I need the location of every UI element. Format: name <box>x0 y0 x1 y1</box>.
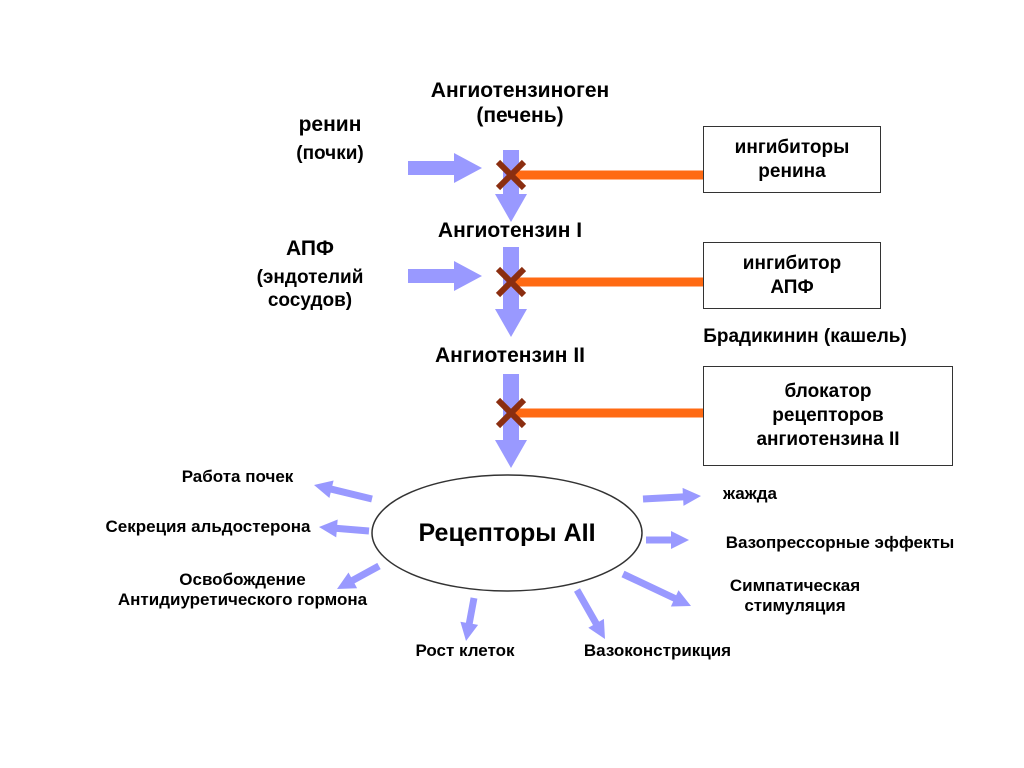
bradykinin-label: Брадикинин (кашель) <box>703 326 907 347</box>
flow-arrow-ang1-to-ang2 <box>495 247 527 337</box>
effect-thirst: жажда <box>722 484 777 503</box>
renin-inhibition-cross <box>495 159 527 191</box>
angiotensinogen-label: Ангиотензиноген (печень) <box>402 78 638 128</box>
effect-kidney: Работа почек <box>181 467 294 486</box>
ace-source-line1: (эндотелий <box>256 267 364 289</box>
renin-label: ренин (почки) <box>280 112 380 166</box>
flow-arrow-renin <box>408 153 482 183</box>
effect-adh-line2: Антидиуретического гормона <box>117 590 368 610</box>
receptors-ellipse <box>371 474 643 592</box>
receptor-block-cross <box>495 397 527 429</box>
renin-title: ренин <box>298 113 362 136</box>
ace-inhibitor-box: ингибитор АПФ <box>703 242 881 309</box>
effect-vasoconstriction: Вазоконстрикция <box>583 641 732 660</box>
effect-arrow-vasopressor <box>646 531 689 549</box>
effect-aldosterone: Секреция альдостерона <box>105 517 311 536</box>
angiotensinogen-source: (печень) <box>476 104 564 128</box>
effect-arrow-thirst <box>642 487 701 506</box>
receptors-label: Рецепторы AII <box>418 518 596 547</box>
renin-source: (почки) <box>296 143 364 165</box>
effect-arrow-sympathetic <box>621 570 691 607</box>
renin-inhibitors-box: ингибиторы ренина <box>703 126 881 193</box>
effect-sympathetic-line1: Симпатическая <box>729 576 861 595</box>
receptor-blocker-box: блокатор рецепторов ангиотензина II <box>703 366 953 466</box>
effect-adh-line1: Освобождение <box>179 570 306 589</box>
angiotensin2-label: Ангиотензин II <box>435 344 585 367</box>
effect-arrow-vasoconstriction <box>574 588 605 639</box>
effect-cell-growth: Рост клеток <box>415 641 515 660</box>
flow-arrows <box>314 150 701 641</box>
ace-label: АПФ (эндотелий сосудов) <box>240 236 380 313</box>
flow-arrow-ang2-to-receptors <box>495 374 527 468</box>
effect-arrow-cell-growth <box>460 597 479 641</box>
effect-vasopressor: Вазопрессорные эффекты <box>725 533 955 552</box>
effect-arrow-aldosterone <box>319 519 370 538</box>
effect-arrow-adh <box>337 562 381 589</box>
effect-adh: Освобождение Антидиуретического гормона <box>80 570 405 611</box>
ace-inhibition-cross <box>495 266 527 298</box>
ace-source-line2: сосудов) <box>267 289 353 311</box>
inhibition-lines <box>495 159 703 429</box>
angiotensin1-label: Ангиотензин I <box>437 219 583 242</box>
effect-sympathetic-line2: стимуляция <box>744 596 846 616</box>
effect-arrow-kidney <box>314 480 373 503</box>
ace-title: АПФ <box>286 237 334 260</box>
effect-sympathetic: Симпатическая стимуляция <box>700 576 890 617</box>
angiotensinogen-title: Ангиотензиноген <box>430 79 610 102</box>
flow-arrow-ace <box>408 261 482 291</box>
